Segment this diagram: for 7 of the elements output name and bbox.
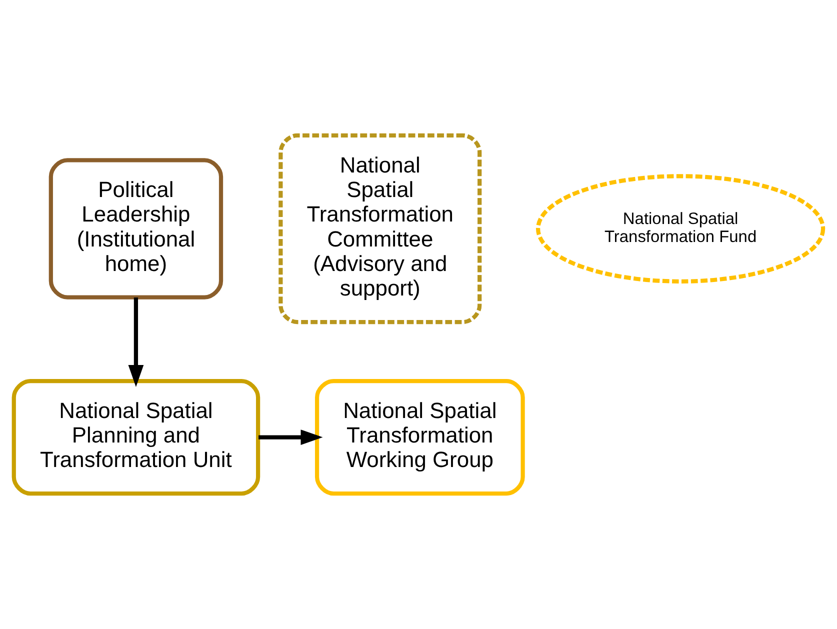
node-box: National Spatial Transformation Committee (Advisory and support) [278, 133, 482, 324]
arrow [128, 298, 144, 387]
node-box: Political Leadership (Institutional home) [48, 158, 224, 300]
node-box: National Spatial Planning and Transformation Unit [12, 378, 260, 496]
arrow [258, 430, 323, 445]
node-box: National Spatial Transformation Working Group [314, 378, 525, 496]
node-ellipse: National Spatial Transformation Fund [536, 174, 826, 284]
